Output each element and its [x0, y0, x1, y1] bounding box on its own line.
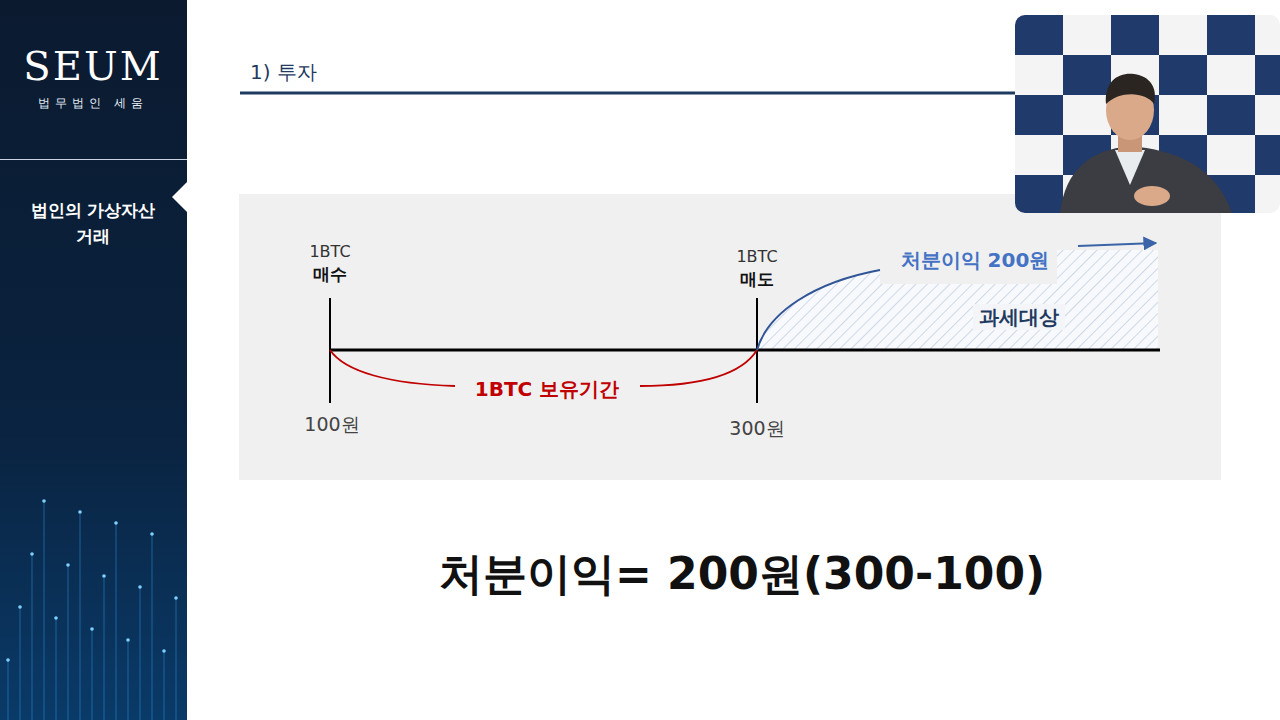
circuit-dot	[66, 563, 70, 567]
circuit-trace	[92, 629, 93, 720]
circuit-trace	[164, 651, 165, 720]
circuit-trace	[80, 512, 81, 720]
price-label: 100원	[304, 413, 359, 436]
circuit-dot	[42, 499, 46, 503]
action-label: 매도	[740, 269, 774, 289]
unit-label: 1BTC	[309, 242, 350, 261]
period-curve	[330, 350, 455, 386]
circuit-trace	[56, 618, 57, 720]
circuit-trace	[176, 598, 177, 720]
sidebar-divider	[0, 159, 187, 160]
time-axis	[330, 349, 1160, 352]
gain-arrow	[1078, 243, 1156, 246]
circuit-dot	[90, 627, 94, 631]
circuit-trace	[116, 523, 117, 720]
sidebar-ground	[0, 0, 187, 720]
section-title: 1) 투자	[250, 60, 317, 84]
circuit-dot	[102, 574, 106, 578]
sidebar-notch	[172, 182, 187, 212]
circuit-dot	[78, 510, 82, 514]
circuit-dot	[114, 521, 118, 525]
circuit-trace	[32, 554, 33, 720]
circuit-decoration	[6, 499, 178, 720]
circuit-trace	[20, 607, 21, 720]
circuit-dot	[18, 605, 22, 609]
circuit-dot	[30, 552, 34, 556]
price-label: 300원	[729, 417, 784, 440]
circuit-trace	[104, 576, 105, 720]
action-label: 매수	[313, 264, 347, 284]
circuit-dot	[174, 596, 178, 600]
period-curve	[640, 350, 757, 386]
period-label: 1BTC 보유기간	[475, 377, 619, 401]
circuit-dot	[138, 585, 142, 589]
gain-curve	[757, 270, 880, 350]
sidebar-panel: SEUM 법무법인 세움법인의 가상자산 거래	[0, 0, 187, 720]
taxable-region: 과세대상	[880, 284, 1158, 350]
circuit-trace	[128, 640, 129, 720]
heading-rule	[240, 92, 1015, 95]
circuit-dot	[150, 532, 154, 536]
circuit-trace	[44, 501, 45, 720]
circuit-dot	[6, 658, 10, 662]
circuit-trace	[8, 660, 9, 720]
gain-label: 처분이익 200원	[895, 246, 1056, 274]
section-label: 법인의 가상자산 거래	[31, 197, 156, 250]
region-label: 과세대상	[973, 304, 1065, 330]
circuit-trace	[152, 534, 153, 720]
circuit-dot	[126, 638, 130, 642]
formula-text: 처분이익= 200원(300-100)	[439, 548, 1045, 601]
diagram-panel	[239, 194, 1221, 480]
logo-text: SEUM	[23, 42, 162, 90]
circuit-dot	[162, 649, 166, 653]
firm-name: 법무법인 세움	[38, 96, 149, 110]
unit-label: 1BTC	[736, 247, 777, 266]
circuit-trace	[68, 565, 69, 720]
circuit-dot	[54, 616, 58, 620]
circuit-trace	[140, 587, 141, 720]
presenter-photo	[1015, 15, 1280, 213]
